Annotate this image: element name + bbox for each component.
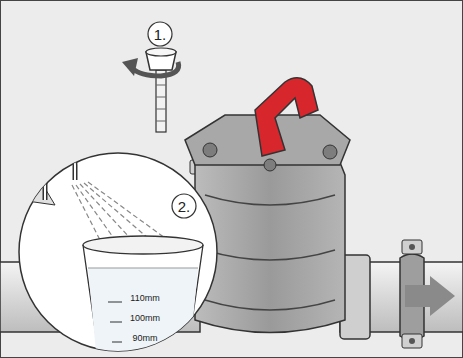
dimension-label: 110mm [130, 294, 159, 303]
callout-number: 2. [178, 199, 191, 214]
dimension-label: 90mm [132, 334, 157, 343]
callout-number: 1. [154, 27, 167, 42]
dimension-label: 100mm [130, 314, 160, 323]
